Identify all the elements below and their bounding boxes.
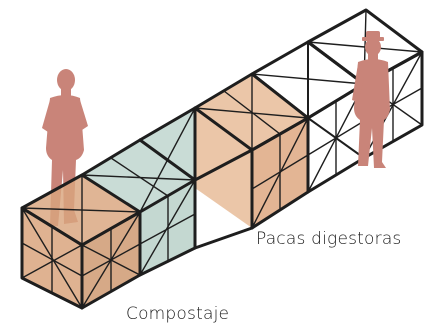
box-0-compost xyxy=(20,173,142,310)
pacas-digestoras-label: Pacas digestoras xyxy=(256,229,402,249)
compostaje-label: Compostaje xyxy=(126,304,230,324)
box-1-green xyxy=(80,106,254,277)
person-with-hat-icon xyxy=(352,31,390,168)
box-2-peach xyxy=(193,72,310,230)
